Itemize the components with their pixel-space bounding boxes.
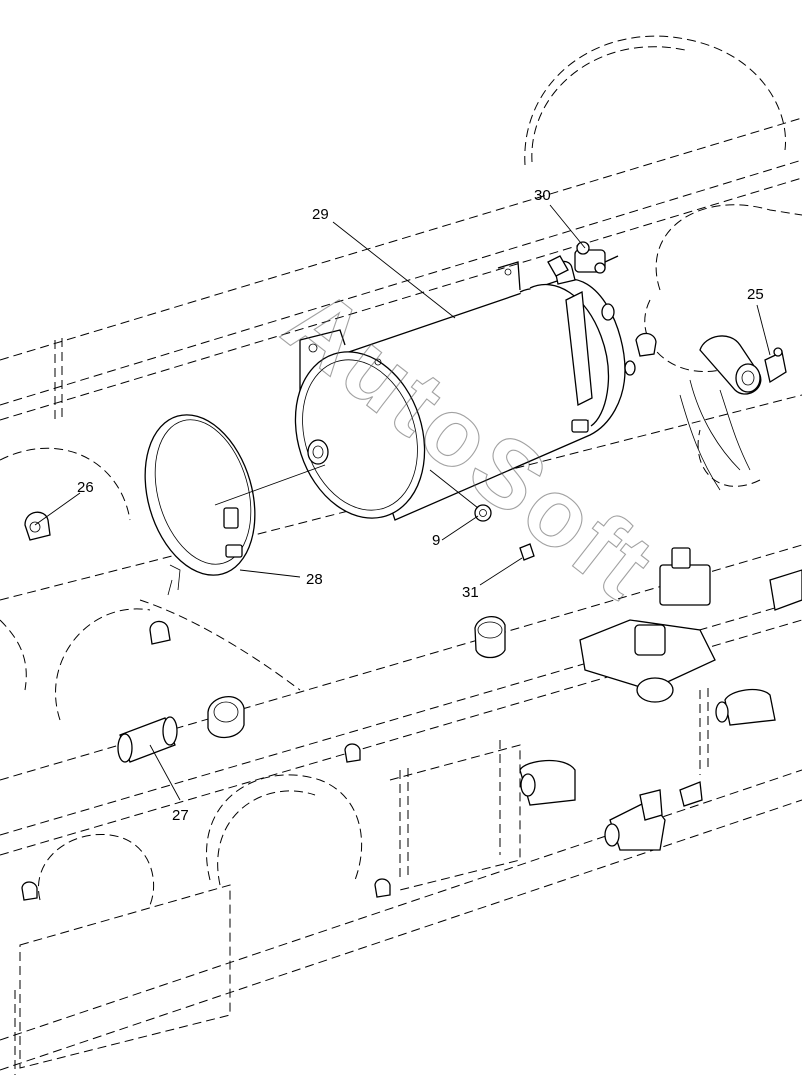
callout-31: 31 (462, 584, 479, 601)
leader-lines (34, 204, 771, 801)
callout-28: 28 (306, 571, 323, 588)
bushing-27 (117, 696, 245, 763)
callout-26: 26 (77, 479, 94, 496)
callout-25: 25 (747, 286, 764, 303)
valve-30 (547, 241, 619, 277)
clamp-band-28 (144, 414, 256, 596)
valve-block-assembly (519, 547, 802, 851)
callout-30: 30 (534, 187, 551, 204)
callout-29: 29 (312, 206, 329, 223)
callout-27: 27 (172, 807, 189, 824)
hose-fitting-25 (635, 332, 787, 491)
pipe-clip-26 (21, 511, 391, 901)
air-tank (294, 260, 636, 521)
callout-9: 9 (432, 532, 440, 549)
wheel-arch-outlines (0, 35, 802, 906)
bolt-31 (474, 504, 535, 659)
